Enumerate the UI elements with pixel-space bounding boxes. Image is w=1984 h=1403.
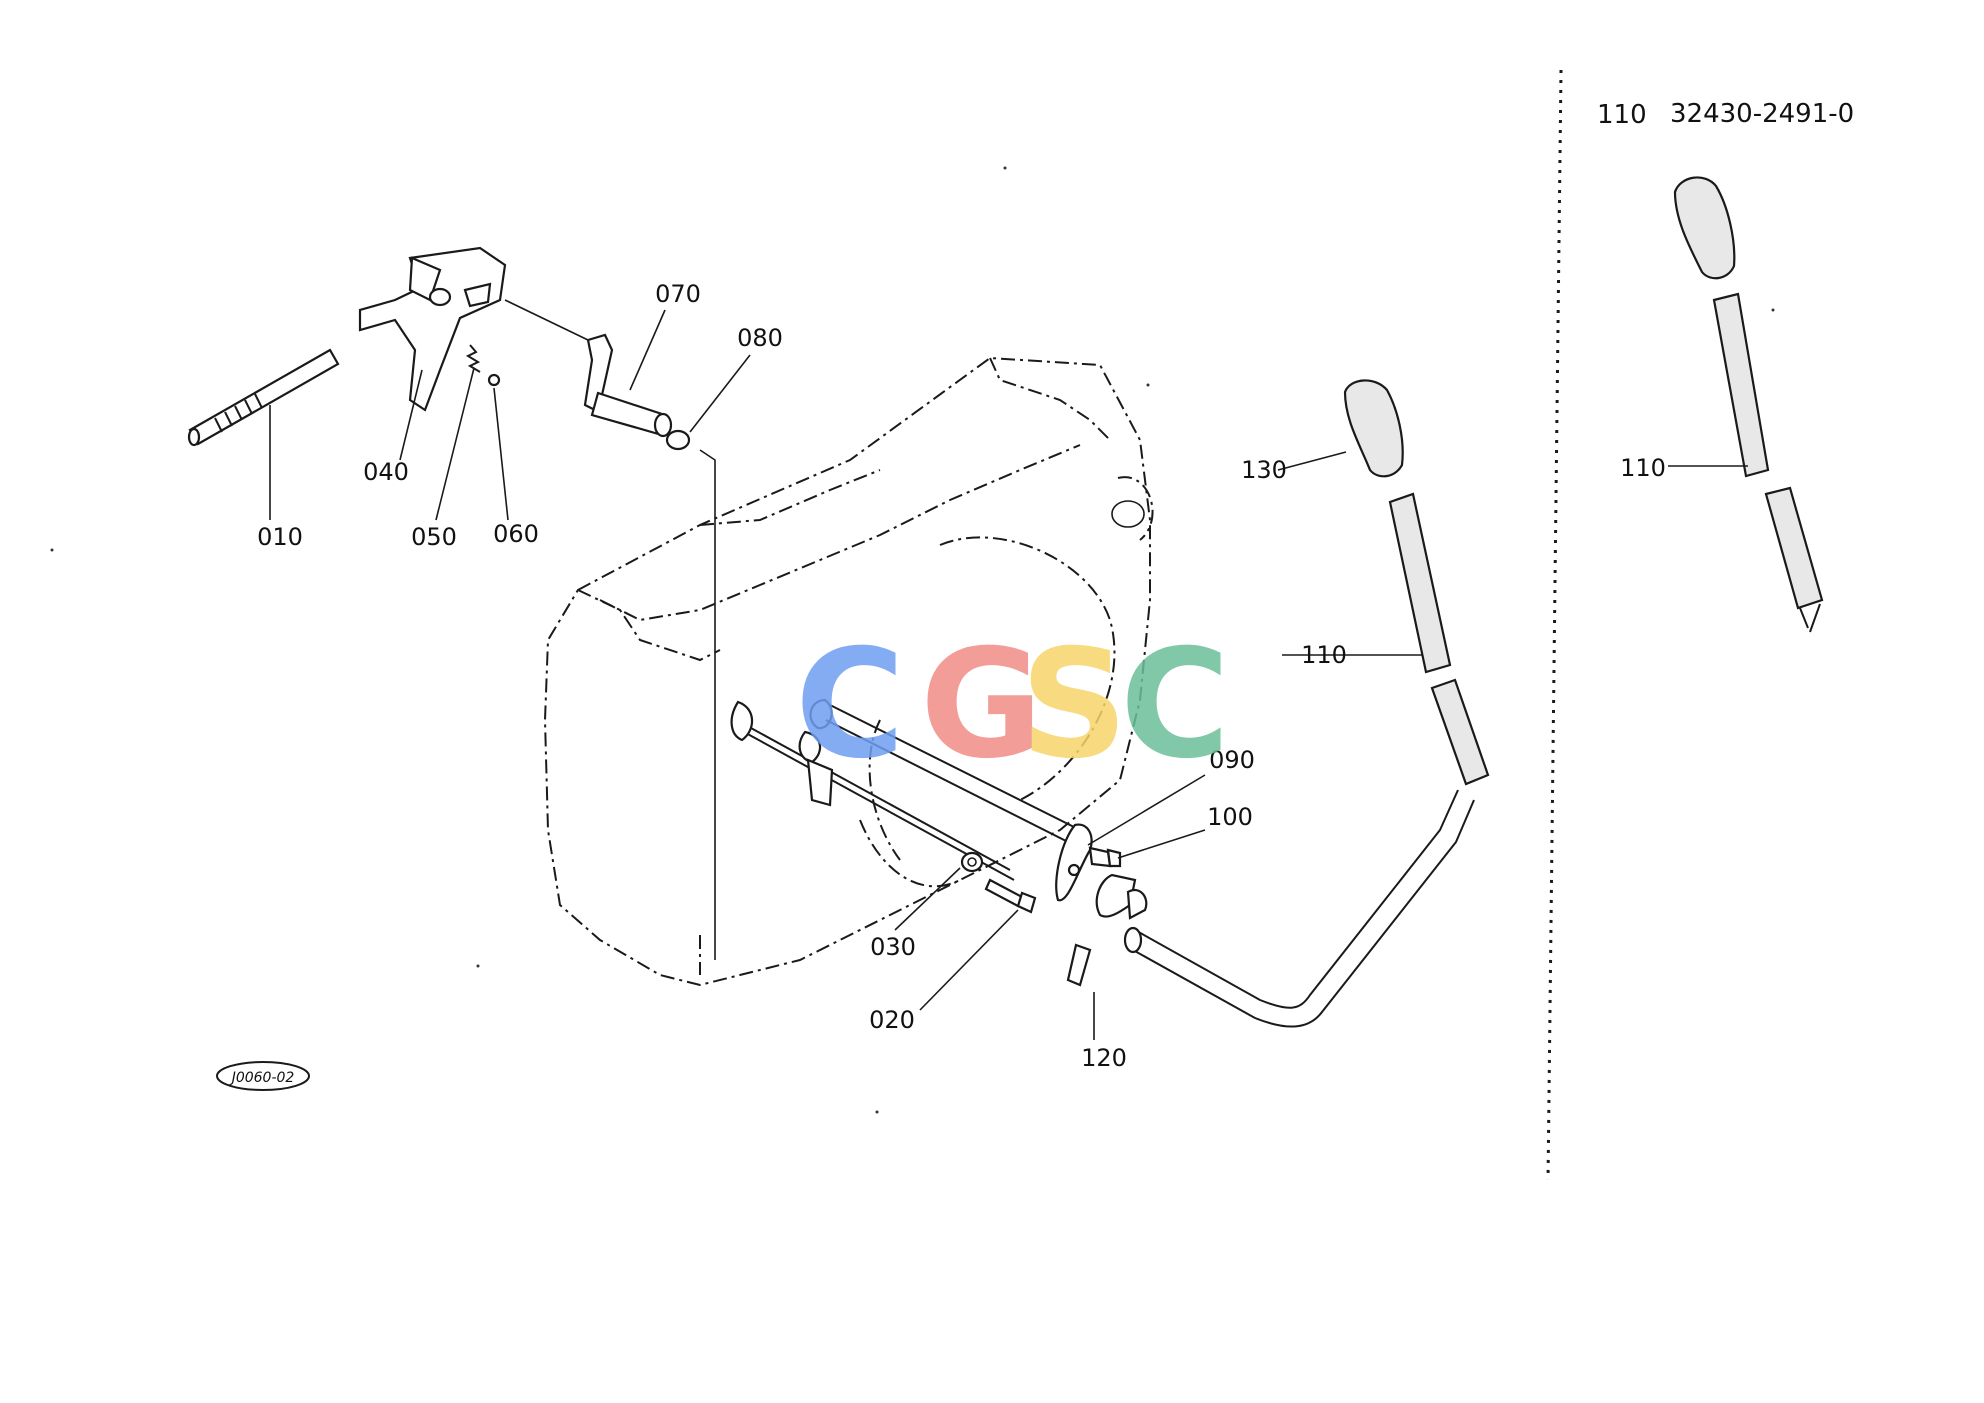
callout-120: 120 [1081, 1044, 1127, 1072]
o-ring-080 [665, 429, 691, 451]
side-part-number: 32430-2491-0 [1670, 99, 1854, 129]
alt-lever-110 [1673, 176, 1824, 633]
callout-100: 100 [1207, 803, 1253, 831]
watermark-letter-g: G [920, 618, 1043, 792]
pin-120 [1066, 943, 1092, 987]
side-ref-number: 110 [1597, 100, 1647, 130]
shift-arm-070 [583, 333, 673, 438]
callout-010: 010 [257, 523, 303, 551]
shift-rod-010 [187, 348, 340, 447]
callout-050: 050 [411, 523, 457, 551]
bolt-100 [1088, 846, 1122, 868]
side-callout-110: 110 [1620, 454, 1666, 482]
panel-separator [1546, 69, 1563, 1181]
callout-labels: 010 020 030 040 050 060 070 080 090 100 … [257, 280, 1347, 1072]
figure-code-badge: J0060-02 [216, 1061, 310, 1091]
watermark-letter-c2: C [1120, 618, 1230, 792]
guide-line [699, 449, 716, 960]
callout-090: 090 [1209, 746, 1255, 774]
callout-080: 080 [737, 324, 783, 352]
callout-040: 040 [363, 458, 409, 486]
bolt-020 [984, 878, 1037, 914]
shift-lever-110 [1095, 492, 1490, 1028]
leader-lines [269, 309, 1422, 1040]
callout-110: 110 [1301, 641, 1347, 669]
callout-030: 030 [870, 933, 916, 961]
side-panel: 110 32430-2491-0 110 [1597, 99, 1854, 633]
linkage-rod [730, 698, 1093, 902]
watermark-letter-c1: C [795, 618, 905, 792]
watermark-logo: C G S C [795, 618, 1230, 792]
spring-050 [465, 344, 481, 373]
transmission-case [543, 356, 1154, 987]
callout-020: 020 [869, 1006, 915, 1034]
watermark-letter-s: S [1020, 618, 1128, 792]
shift-fork-040 [358, 246, 507, 412]
scan-specks [50, 166, 1775, 1114]
ball-060 [487, 373, 501, 387]
nut-030 [960, 851, 984, 873]
guide-line [504, 299, 589, 341]
figure-code: J0060-02 [229, 1070, 295, 1086]
callout-070: 070 [655, 280, 701, 308]
callout-130: 130 [1241, 456, 1287, 484]
grip-130 [1343, 379, 1404, 478]
callout-060: 060 [493, 520, 539, 548]
